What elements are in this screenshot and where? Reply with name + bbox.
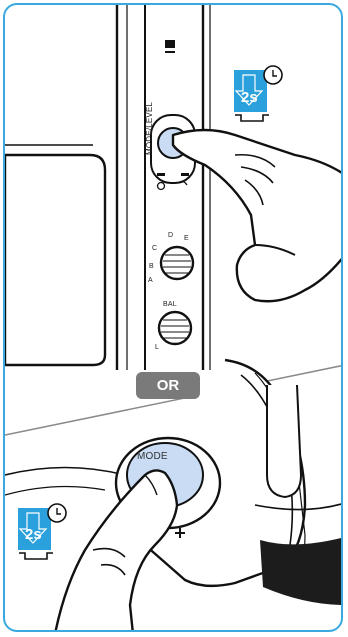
dial-letter-a: A	[148, 277, 153, 284]
dial-letter-l: L	[155, 344, 159, 351]
timer-top-duration: 2s	[241, 89, 258, 106]
dial-letter-d: D	[168, 232, 173, 239]
dial-letter-b: B	[149, 263, 154, 270]
timer-bottom-duration: 2s	[25, 526, 42, 543]
mode-button-label: MODE	[137, 451, 168, 462]
illustration-frame: MODE/LEVEL 2s 2s A B C D E BAL L MODE OR	[3, 3, 343, 632]
mode-level-label: MODE/LEVEL	[145, 102, 154, 155]
dial-letter-c: C	[152, 245, 157, 252]
or-separator-badge: OR	[136, 372, 200, 399]
dial-letter-e: E	[184, 235, 189, 242]
battery-icon	[165, 40, 175, 53]
dial-bal-label: BAL	[163, 301, 177, 308]
instruction-drawing	[5, 5, 343, 632]
